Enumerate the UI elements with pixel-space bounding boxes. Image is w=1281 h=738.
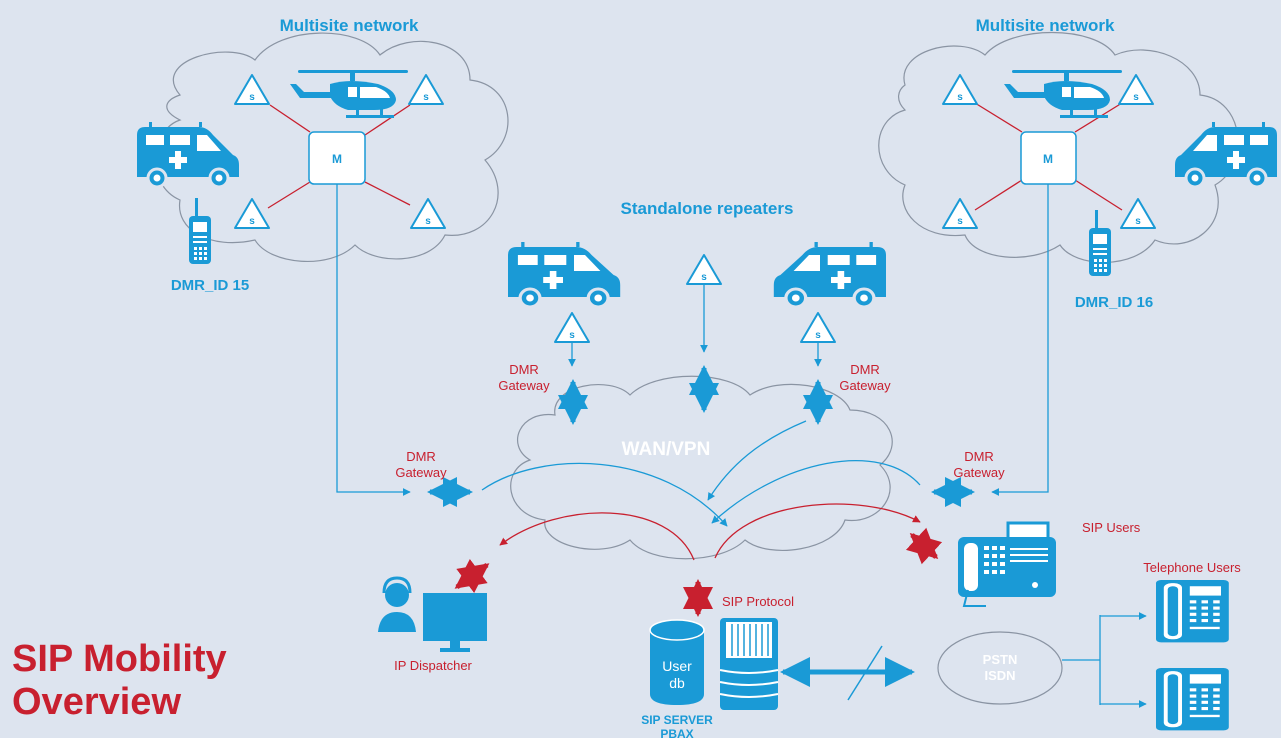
sip-thick-arrows <box>454 527 943 617</box>
repeater-icon: s <box>408 74 444 105</box>
helicopter-icon <box>290 70 408 118</box>
wan-routes <box>481 420 921 527</box>
sip-users-label: SIP Users <box>1082 520 1141 535</box>
sip-server-label: PBAX <box>660 727 693 738</box>
ambulance-icon <box>772 240 888 309</box>
svg-text:s: s <box>249 92 255 103</box>
right-multisite-uplink <box>991 184 1049 496</box>
left-multisite-links <box>267 104 411 209</box>
repeater-icon: s <box>234 74 270 105</box>
repeater-icon: s <box>942 198 978 229</box>
svg-text:s: s <box>701 272 707 283</box>
sip-server-icon <box>719 618 779 710</box>
multisite-right-title: Multisite network <box>976 16 1115 35</box>
svg-text:s: s <box>423 92 429 103</box>
desk-phone-icon <box>1156 668 1229 731</box>
user-db-label: User <box>662 658 692 674</box>
dmr-gateway-label: Gateway <box>953 465 1005 480</box>
multisite-cloud-left <box>155 32 509 262</box>
sip-protocol-label: SIP Protocol <box>722 594 794 609</box>
pstn-isdn-cloud <box>937 631 1063 705</box>
dmr-gateway-label: DMR <box>406 449 436 464</box>
pstn-link-slash <box>847 645 883 701</box>
repeater-icon: s <box>942 74 978 105</box>
ambulance-icon <box>135 120 241 189</box>
svg-text:s: s <box>957 92 963 103</box>
wan-vpn-cloud <box>510 375 893 560</box>
ambulance-icon <box>1173 120 1279 189</box>
page-title: SIP Mobility <box>12 638 227 680</box>
standalone-title: Standalone repeaters <box>621 199 794 218</box>
repeater-icon: s <box>800 312 836 343</box>
multisite-left-title: Multisite network <box>280 16 419 35</box>
master-repeater-right-label: M <box>1043 152 1053 166</box>
svg-text:s: s <box>1135 216 1141 227</box>
isdn-label: ISDN <box>984 668 1015 683</box>
dmr-gateway-label: Gateway <box>395 465 447 480</box>
sip-phone-icon <box>958 521 1056 607</box>
ip-dispatcher-label: IP Dispatcher <box>394 658 472 673</box>
user-db-icon <box>649 619 705 705</box>
repeater-icon: s <box>410 198 446 229</box>
svg-text:s: s <box>815 330 821 341</box>
ambulance-icon <box>506 240 622 309</box>
dmr-gateway-label: DMR <box>509 362 539 377</box>
dmr-gateway-arrows <box>427 365 975 687</box>
dmr-id-16-label: DMR_ID 16 <box>1075 294 1153 311</box>
page-title: Overview <box>12 681 181 723</box>
wan-vpn-label: WAN/VPN <box>622 439 711 460</box>
multisite-cloud-right <box>878 32 1239 263</box>
sip-routes <box>499 503 921 561</box>
master-repeater-left-label: M <box>332 152 342 166</box>
repeater-icon: s <box>1118 74 1154 105</box>
repeater-icon: s <box>1120 198 1156 229</box>
desk-phone-icon <box>1156 580 1229 643</box>
repeater-icon: s <box>686 254 722 285</box>
svg-text:s: s <box>957 216 963 227</box>
ip-dispatcher-icon <box>378 576 487 652</box>
dmr-gateway-label: DMR <box>964 449 994 464</box>
user-db-label: db <box>669 675 685 691</box>
repeater-icon: s <box>554 312 590 343</box>
svg-text:s: s <box>569 330 575 341</box>
dmr-gateway-label: DMR <box>850 362 880 377</box>
dmr-gateway-label: Gateway <box>498 378 550 393</box>
radio-icon <box>189 198 211 264</box>
svg-text:s: s <box>425 216 431 227</box>
radio-icon <box>1089 210 1111 276</box>
left-multisite-uplink <box>336 184 411 496</box>
dmr-gateway-label: Gateway <box>839 378 891 393</box>
svg-text:s: s <box>249 216 255 227</box>
dmr-id-15-label: DMR_ID 15 <box>171 277 249 294</box>
svg-text:s: s <box>1133 92 1139 103</box>
telephone-users-label: Telephone Users <box>1143 560 1241 575</box>
helicopter-icon <box>1004 70 1122 118</box>
pstn-label: PSTN <box>983 652 1018 667</box>
repeater-icon: s <box>234 198 270 229</box>
sip-server-label: SIP SERVER <box>641 713 713 727</box>
